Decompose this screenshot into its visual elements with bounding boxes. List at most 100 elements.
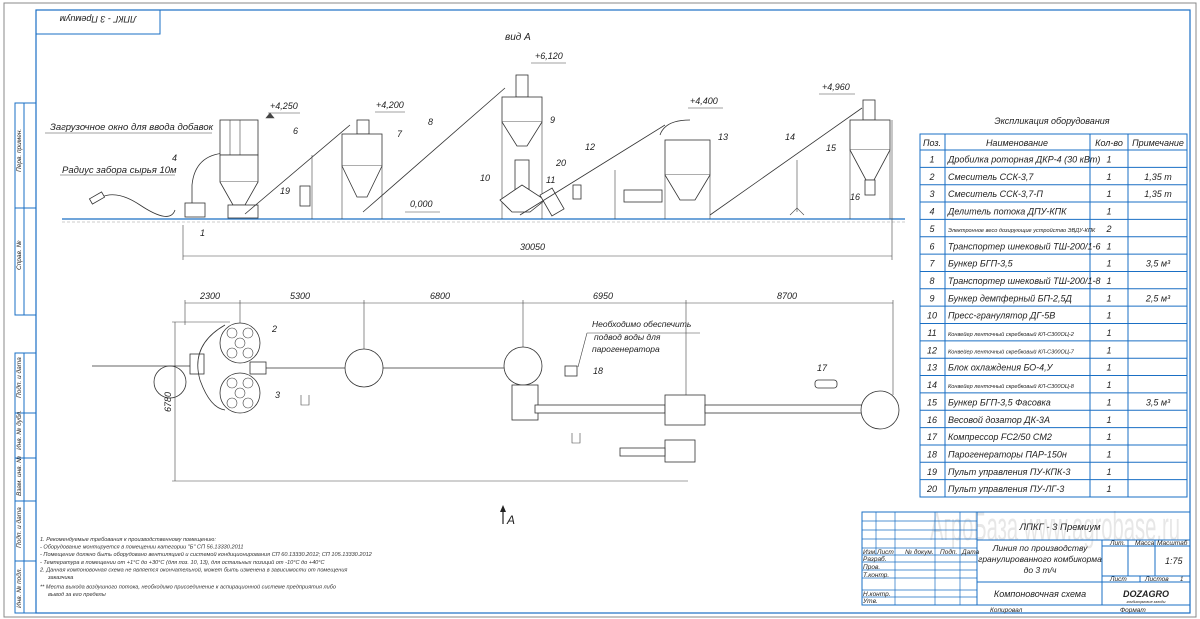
table-cell: 12: [927, 345, 937, 355]
note-line: - Оборудование монтируется в помещении к…: [40, 545, 244, 551]
table-cell: 1: [1106, 259, 1111, 269]
equipment-table: Экспликация оборудования Поз. Наименован…: [919, 116, 1188, 498]
cooler-plan: [664, 394, 706, 426]
screw-conveyor-8: [362, 87, 506, 213]
svg-text:6: 6: [293, 126, 298, 136]
svg-text:14: 14: [785, 132, 795, 142]
table-cell: Пульт управления ПУ-ЛГ-3: [948, 484, 1064, 494]
table-cell: 9: [929, 293, 934, 303]
table-cell: 1,35 т: [1144, 189, 1172, 199]
svg-text:16: 16: [850, 192, 860, 202]
table-cell: 3: [929, 189, 934, 199]
table-cell: Электронное весо дозирующие устройство Э…: [948, 227, 1096, 234]
view-title: вид А: [505, 32, 531, 43]
table-cell: Бункер БГП-3,5: [948, 259, 1014, 269]
svg-text:Лист: Лист: [876, 549, 894, 556]
svg-text:Масса: Масса: [1135, 540, 1155, 547]
svg-text:5300: 5300: [290, 291, 310, 301]
bunker-7: [341, 133, 383, 167]
table-cell: 1: [1106, 189, 1111, 199]
svg-text:1: 1: [200, 228, 205, 238]
table-cell: 20: [926, 484, 937, 494]
svg-text:9: 9: [550, 115, 555, 125]
svg-text:Подп. и дата: Подп. и дата: [15, 507, 23, 548]
table-cell: Бункер БГП-3,5 Фасовка: [948, 397, 1051, 407]
svg-text:2: 2: [271, 324, 277, 334]
table-cell: Конвейер ленточный скребковый КЛ-С300ОЦ-…: [948, 331, 1075, 338]
bunker-15: [849, 119, 891, 151]
svg-text:Примечание: Примечание: [1132, 138, 1184, 148]
svg-text:Лист: Лист: [1109, 576, 1127, 583]
table-cell: Блок охлаждения БО-4,У: [948, 363, 1054, 373]
svg-text:Инв. № подл.: Инв. № подл.: [15, 567, 23, 608]
table-cell: Парогенераторы ПАР-150н: [948, 449, 1067, 459]
svg-text:Дата: Дата: [961, 549, 980, 556]
table-cell: Транспортер шнековый ТШ-200/1-8: [948, 276, 1100, 286]
svg-text:6950: 6950: [593, 291, 613, 301]
left-sidebar: Перв. примен. Справ. № Подп. и дата Инв.…: [14, 102, 37, 614]
fan: [623, 189, 663, 203]
elevation-view: вид А: [45, 32, 905, 260]
intake-hose: [91, 194, 176, 217]
table-cell: 16: [927, 415, 937, 425]
table-cell: 1,35 т: [1144, 172, 1172, 182]
steam-generator-18: [564, 365, 578, 377]
svg-text:1: 1: [1180, 577, 1183, 583]
svg-text:Листов: Листов: [1144, 576, 1169, 583]
table-cell: 1: [1106, 380, 1111, 390]
svg-text:+4,400: +4,400: [690, 96, 718, 106]
table-cell: 6: [929, 241, 934, 251]
table-cell: 19: [927, 467, 937, 477]
plan-view: 2300 5300 6800 6950 8700 6780: [92, 291, 900, 527]
table-cell: Смеситель ССК-3,7: [948, 172, 1034, 182]
table-cell: 5: [929, 224, 935, 234]
table-cell: 4: [929, 207, 934, 217]
table-cell: Пульт управления ПУ-КПК-3: [948, 467, 1070, 477]
svg-text:13: 13: [718, 132, 728, 142]
note-line: ** Места выхода воздушного потока, необх…: [40, 584, 336, 591]
outer-border: [3, 2, 1197, 618]
weigh-doser-16: [864, 179, 876, 196]
note-line: заказчика: [47, 575, 73, 581]
table-cell: 1: [1106, 397, 1111, 407]
table-cell: 13: [927, 363, 937, 373]
svg-text:Т.контр.: Т.контр.: [863, 572, 889, 579]
svg-text:Масштаб: Масштаб: [1157, 539, 1188, 547]
compressor-17: [814, 379, 838, 389]
svg-text:Кол-во: Кол-во: [1095, 138, 1123, 148]
crusher-1: [184, 202, 206, 218]
table-cell: 17: [927, 432, 938, 442]
svg-text:+4,960: +4,960: [822, 82, 850, 92]
scale-value: 1:75: [1165, 556, 1184, 566]
top-stamp-box: [35, 9, 161, 35]
general-notes: 1. Рекомендуемые требования к производст…: [39, 537, 373, 598]
table-cell: Пресс-гранулятор ДГ-5В: [948, 311, 1055, 321]
mixer-2-plan: [219, 322, 261, 364]
table-cell: 7: [929, 259, 935, 269]
svg-text:15: 15: [826, 143, 837, 153]
svg-text:Инв. № дубл.: Инв. № дубл.: [15, 410, 23, 450]
svg-text:Линия по производству: Линия по производству: [992, 543, 1089, 553]
table-cell: 1: [1106, 328, 1111, 338]
table-cell: 1: [1106, 432, 1111, 442]
table-cell: 1: [1106, 241, 1111, 251]
table-cell: Смеситель ССК-3,7-П: [948, 189, 1043, 199]
svg-text:Пров.: Пров.: [863, 564, 880, 571]
table-cell: 1: [1106, 484, 1111, 494]
intake-radius-note: Радиус забора сырья 10м: [62, 165, 177, 176]
svg-text:7: 7: [397, 129, 403, 139]
screw-conveyor-6: [244, 124, 351, 215]
svg-text:Формат: Формат: [1120, 607, 1146, 614]
table-cell: Весовой дозатор ДК-3А: [948, 415, 1050, 425]
table-cell: 2: [1105, 224, 1111, 234]
damper-bunker-plan: [503, 346, 543, 386]
table-cell: 1: [1106, 172, 1111, 182]
mixer: [219, 119, 259, 156]
svg-text:+4,250: +4,250: [270, 101, 298, 111]
svg-text:Подп. и дата: Подп. и дата: [15, 357, 23, 398]
svg-text:Справ. №: Справ. №: [16, 240, 23, 270]
svg-text:17: 17: [817, 363, 828, 373]
conveyor-12: [519, 124, 666, 216]
title-block: АгроБаза www.agrobase.ru Изм. Лист № док…: [861, 505, 1191, 614]
